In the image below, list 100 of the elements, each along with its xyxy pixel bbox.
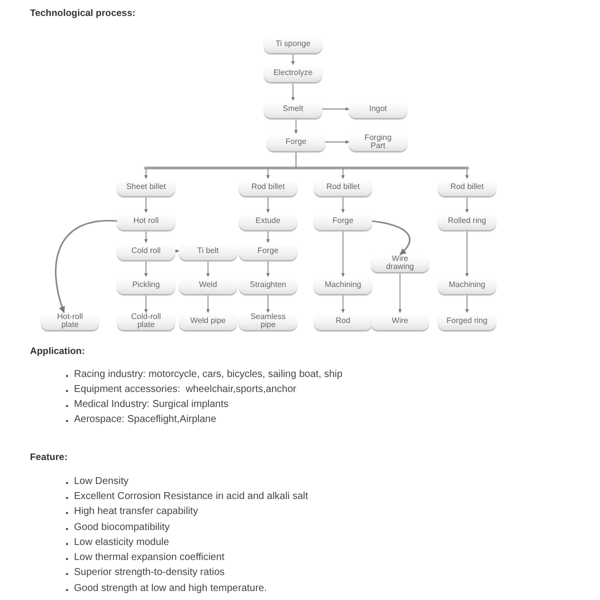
- process-box: [239, 178, 297, 196]
- process-box: [349, 134, 407, 150]
- box-label: Forge: [332, 217, 354, 225]
- arrow: [174, 249, 180, 253]
- process-box: [267, 134, 325, 150]
- arrow: [144, 195, 148, 213]
- box-label: Weld pipe: [190, 317, 226, 325]
- box-label: Extude: [256, 217, 280, 225]
- list-item: Superior strength-to-density ratios: [74, 567, 225, 578]
- process-box: [314, 312, 372, 330]
- list-item: Good biocompatibility: [74, 522, 170, 533]
- box-label: Electrolyze: [273, 69, 313, 77]
- process-box: [371, 254, 429, 272]
- process-box: [438, 312, 496, 330]
- box-label: Cold roll: [131, 247, 161, 255]
- list-item: Good strength at low and high temperature.: [74, 583, 267, 594]
- box-label: Straighten: [250, 281, 286, 289]
- arrow: [296, 150, 469, 179]
- box-label: Wire: [392, 317, 408, 325]
- list-item: Low thermal expansion coefficient: [74, 552, 224, 563]
- process-box: [117, 276, 175, 294]
- process-box: [239, 312, 297, 330]
- process-box: [179, 312, 237, 330]
- box-label: Ti sponge: [276, 40, 310, 48]
- arrow: [398, 271, 402, 313]
- list-item: Low elasticity module: [74, 537, 170, 548]
- process-box: [314, 276, 372, 294]
- arrow: [206, 259, 210, 277]
- arrow: [341, 293, 345, 313]
- arrow: [266, 259, 270, 277]
- arrow: [372, 220, 410, 256]
- process-box: [117, 242, 175, 260]
- box-label: Pickling: [132, 281, 160, 289]
- process-box: [117, 178, 175, 196]
- process-box: [239, 212, 297, 230]
- arrow: [206, 293, 210, 313]
- arrow: [322, 107, 350, 111]
- box-label: Ingot: [369, 105, 387, 113]
- box-label: Forging Part: [363, 134, 393, 150]
- section-heading: Application:: [30, 346, 85, 357]
- box-label: Rod billet: [326, 183, 360, 191]
- box-label: Forged ring: [446, 317, 488, 325]
- arrow: [465, 293, 469, 313]
- arrow: [266, 229, 270, 243]
- box-label: Cold-roll plate: [130, 313, 162, 329]
- box-label: Rod: [336, 317, 350, 325]
- box-label: Hot-roll plate: [56, 313, 84, 329]
- process-box: [239, 242, 297, 260]
- box-label: Sheet billet: [126, 183, 166, 191]
- list-item: Racing industry: motorcycle, cars, bicycles, sailing boat, ship: [74, 369, 342, 380]
- arrow: [465, 195, 469, 213]
- process-box: [264, 100, 322, 118]
- arrow: [324, 140, 350, 144]
- process-box: [264, 36, 322, 52]
- box-label: Rolled ring: [448, 217, 486, 225]
- arrow: [55, 220, 118, 313]
- arrow: [144, 229, 148, 243]
- process-box: [438, 276, 496, 294]
- list-item: Equipment accessories: wheelchair,sports,anchor: [74, 384, 296, 395]
- box-label: Forge: [258, 247, 278, 255]
- process-box: [314, 178, 372, 196]
- list-item: Aerospace: Spaceflight,Airplane: [74, 414, 216, 425]
- process-box: [179, 242, 237, 260]
- process-box: [117, 312, 175, 330]
- process-box: [438, 178, 496, 196]
- box-label: Machining: [324, 281, 362, 289]
- list-item: High heat transfer capability: [74, 506, 198, 517]
- process-box: [179, 276, 237, 294]
- box-label: Rod billet: [251, 183, 285, 191]
- arrow: [294, 117, 298, 134]
- box-label: Wire drawing: [384, 255, 415, 271]
- process-box: [349, 100, 407, 118]
- box-label: Smelt: [282, 105, 304, 113]
- process-box: [438, 212, 496, 230]
- process-box: [371, 312, 429, 330]
- box-label: Rod billet: [450, 183, 484, 191]
- process-box: [264, 64, 322, 82]
- process-box: [41, 312, 99, 330]
- box-label: Seamless pipe: [249, 313, 287, 329]
- list-item: Excellent Corrosion Resistance in acid and alkali salt: [74, 491, 308, 502]
- list-item: Medical Industry: Surgical implants: [74, 399, 229, 410]
- arrow: [266, 293, 270, 313]
- arrow: [291, 52, 295, 65]
- box-label: Machining: [448, 281, 486, 289]
- arrow: [144, 293, 148, 313]
- box-label: Ti belt: [197, 247, 219, 255]
- arrow: [341, 229, 345, 277]
- list-item: Low Density: [74, 476, 128, 487]
- box-label: Weld: [198, 281, 218, 289]
- process-box: [239, 276, 297, 294]
- process-box: [117, 212, 175, 230]
- arrow: [291, 81, 295, 101]
- arrow: [341, 195, 345, 213]
- section-heading: Feature:: [30, 452, 68, 463]
- box-label: Forge: [286, 138, 306, 146]
- arrow: [144, 259, 148, 277]
- box-label: Hot roll: [133, 217, 159, 225]
- process-box: [314, 212, 372, 230]
- arrow: [266, 195, 270, 213]
- section-heading: Technological process:: [30, 8, 136, 19]
